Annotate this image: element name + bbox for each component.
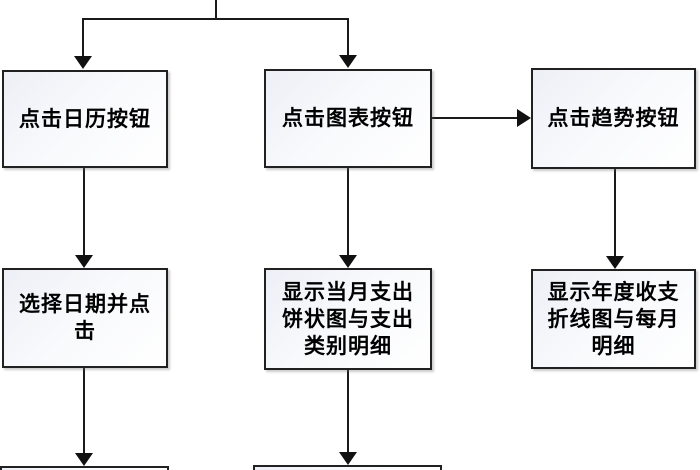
arrowhead-to-selectdate (75, 255, 93, 268)
flow-node-label: 显示年度收支折线图与每月明细 (547, 279, 680, 358)
flow-node-label: 点击图表按钮 (282, 106, 414, 130)
connector-selectdate-to-bottom-shaft (83, 368, 85, 454)
flow-node-label: 选择日期并点击 (19, 292, 151, 343)
arrowhead-to-bottom-left (75, 453, 93, 466)
connector-chart-to-pie-shaft (347, 168, 349, 256)
flow-node-label: 点击日历按钮 (19, 106, 151, 131)
connector-to-calendar-shaft (82, 18, 84, 58)
flow-node-label: 点击趋势按钮 (547, 106, 680, 130)
flow-node-label: 显示当月支出饼状图与支出类别明细 (282, 279, 414, 358)
arrowhead-to-bottom-middle (339, 452, 357, 465)
flow-node-click-chart-button: 点击图表按钮 (264, 69, 432, 168)
connector-branch-rail (82, 18, 349, 20)
connector-chart-to-trend-shaft (432, 117, 518, 119)
arrowhead-to-calendar (74, 56, 92, 69)
arrowhead-to-pie (339, 255, 357, 268)
connector-calendar-to-selectdate-shaft (83, 168, 85, 256)
flow-node-click-calendar-button: 点击日历按钮 (2, 70, 168, 168)
flow-node-show-annual-balance-line: 显示年度收支折线图与每月明细 (531, 269, 696, 369)
flow-node-select-date-and-click: 选择日期并点击 (2, 268, 168, 368)
connector-root-stub (215, 0, 217, 20)
arrowhead-to-trend (517, 109, 531, 127)
flow-node-bottom-left-partial (0, 466, 169, 470)
flow-node-show-monthly-expense-pie: 显示当月支出饼状图与支出类别明细 (264, 268, 432, 370)
flow-node-click-trend-button: 点击趋势按钮 (531, 68, 696, 169)
connector-pie-to-bottom-shaft (347, 370, 349, 453)
arrowhead-to-chart (339, 55, 357, 68)
arrowhead-to-line (606, 256, 624, 269)
connector-trend-to-line-shaft (614, 169, 616, 257)
flow-node-bottom-middle-partial (253, 465, 442, 470)
connector-to-chart-shaft (347, 18, 349, 57)
